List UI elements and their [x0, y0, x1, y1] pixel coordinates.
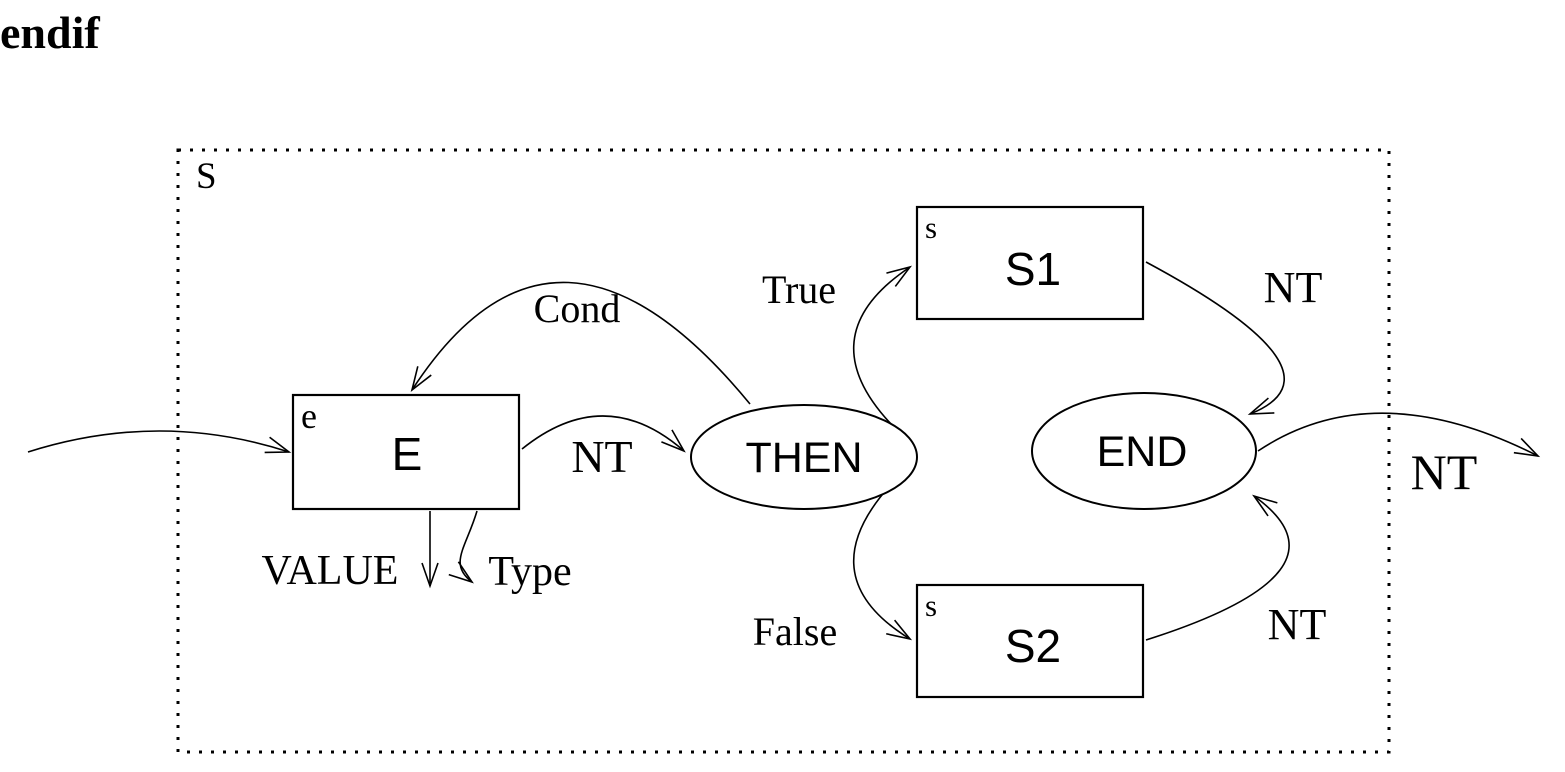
type-arrow — [448, 510, 478, 584]
edge-label-nt-s1-end: NT — [1264, 263, 1323, 312]
s1-to-end-arrow — [1145, 261, 1286, 415]
node-s1-label: S1 — [1005, 243, 1061, 295]
node-s1-box — [915, 205, 1145, 321]
edge-label-nt-s2-end: NT — [1268, 600, 1327, 649]
node-e-box — [291, 393, 521, 511]
container-label: S — [196, 156, 217, 197]
node-s2-box — [915, 583, 1145, 699]
node-e-label: E — [392, 428, 423, 480]
page-title: endif — [0, 7, 100, 58]
false-arrow — [852, 471, 913, 641]
true-arrow — [852, 265, 913, 437]
edge-label-nt-exit: NT — [1411, 444, 1478, 500]
node-s1-corner-label: s — [925, 210, 937, 245]
exit-arrow — [1257, 412, 1541, 458]
edge-label-false: False — [753, 609, 837, 654]
node-then-ellipse — [690, 404, 918, 510]
edge-label-type: Type — [488, 549, 571, 595]
node-s2-corner-label: s — [925, 588, 937, 623]
edge-label-cond: Cond — [534, 286, 621, 331]
node-then-label: THEN — [745, 434, 862, 482]
edge-label-true: True — [762, 267, 836, 312]
e-to-then-arrow — [521, 415, 686, 453]
node-end-ellipse — [1031, 392, 1257, 510]
node-e-corner-label: e — [301, 396, 317, 436]
edge-label-value: VALUE — [262, 548, 399, 594]
entry-arrow — [27, 430, 292, 454]
container-box-s — [176, 148, 1391, 754]
cond-arrow — [410, 281, 751, 405]
node-end-label: END — [1097, 428, 1188, 476]
node-s2-label: S2 — [1005, 620, 1061, 672]
s2-to-end-arrow — [1145, 494, 1290, 641]
edge-label-nt-e-then: NT — [571, 431, 632, 482]
